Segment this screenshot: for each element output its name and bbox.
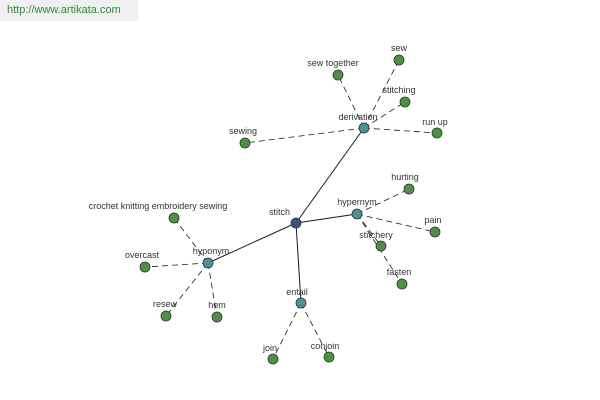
word-node-marker[interactable] (429, 226, 441, 238)
word-node-hem[interactable]: hem (208, 300, 226, 323)
word-node-label: hurting (391, 172, 419, 182)
graph-nodes: sew together sew stitching run up sewing hurt… (89, 43, 448, 365)
word-node-conjoin[interactable]: conjoin (311, 341, 340, 363)
word-node-sew[interactable]: sew (391, 43, 408, 66)
edge-derivation-run-up (363, 127, 438, 134)
word-node-fasten[interactable]: fasten (387, 267, 412, 290)
word-node-marker[interactable] (267, 353, 279, 365)
word-node-label: stitching (382, 85, 415, 95)
relation-node-hypernym[interactable]: hypernym (337, 197, 377, 220)
edge-stitch-hypernym (295, 213, 358, 224)
word-node-label: crochet knitting embroidery sewing (89, 201, 228, 211)
relation-node-marker[interactable] (358, 122, 370, 134)
word-node-join[interactable]: join (262, 343, 279, 365)
edge-hypernym-stitchery (356, 213, 382, 247)
site-url-link[interactable]: http://www.artikata.com (7, 4, 121, 16)
center-node-marker[interactable] (290, 217, 302, 229)
word-node-label: pain (424, 215, 441, 225)
word-node-marker[interactable] (332, 69, 344, 81)
word-node-stitchery[interactable]: stitchery (359, 230, 393, 252)
word-node-resew[interactable]: resew (153, 299, 178, 322)
word-node-marker[interactable] (396, 278, 408, 290)
word-node-label: sewing (229, 126, 257, 136)
relation-node-marker[interactable] (351, 208, 363, 220)
word-node-marker[interactable] (211, 311, 223, 323)
edge-hyponym-hem (207, 262, 218, 318)
word-node-stitching[interactable]: stitching (382, 85, 416, 108)
word-node-crochet-knitting-embroidery-sewing[interactable]: crochet knitting embroidery sewing (89, 201, 228, 224)
edge-derivation-stitching (363, 101, 406, 129)
edge-stitch-hyponym (207, 222, 297, 264)
graph-edges (144, 59, 438, 360)
relation-node-label: derivation (338, 112, 377, 122)
edge-derivation-sew (363, 59, 400, 129)
relation-node-label: hyponym (193, 246, 230, 256)
relation-node-derivation[interactable]: derivation (338, 112, 378, 134)
edge-derivation-sewing (244, 127, 365, 144)
word-node-hurting[interactable]: hurting (391, 172, 419, 195)
word-node-label: sew (391, 43, 408, 53)
edge-stitch-derivation (295, 127, 365, 224)
site-banner: http://www.artikata.com (0, 0, 138, 21)
relation-node-label: entail (286, 287, 308, 297)
word-node-sewing[interactable]: sewing (229, 126, 257, 149)
word-node-marker[interactable] (160, 310, 172, 322)
word-node-label: stitchery (359, 230, 393, 240)
edge-stitch-entail (295, 222, 302, 304)
edge-hyponym-overcast (144, 262, 209, 268)
word-node-marker[interactable] (375, 240, 387, 252)
edge-entail-join (272, 302, 302, 360)
word-node-pain[interactable]: pain (424, 215, 442, 238)
word-node-sew-together[interactable]: sew together (307, 58, 359, 81)
center-node-label: stitch (269, 207, 290, 217)
word-node-marker[interactable] (403, 183, 415, 195)
edge-hyponym-crochet-knitting-embroidery-sewing (173, 217, 209, 264)
word-node-label: sew together (307, 58, 359, 68)
word-node-label: join (262, 343, 277, 353)
edge-hyponym-resew (165, 262, 209, 317)
relation-node-entail[interactable]: entail (286, 287, 308, 309)
relation-node-marker[interactable] (202, 257, 214, 269)
relation-node-hyponym[interactable]: hyponym (193, 246, 230, 269)
word-node-marker[interactable] (399, 96, 411, 108)
word-node-marker[interactable] (393, 54, 405, 66)
word-node-label: conjoin (311, 341, 340, 351)
word-node-marker[interactable] (239, 137, 251, 149)
center-node-stitch[interactable]: stitch (269, 207, 302, 229)
word-node-run-up[interactable]: run up (422, 117, 448, 139)
relation-node-label: hypernym (337, 197, 377, 207)
relation-node-marker[interactable] (295, 297, 307, 309)
word-node-overcast[interactable]: overcast (125, 250, 160, 273)
edge-entail-conjoin (300, 302, 330, 358)
word-node-label: fasten (387, 267, 412, 277)
word-node-marker[interactable] (431, 127, 443, 139)
word-node-label: hem (208, 300, 226, 310)
word-node-marker[interactable] (323, 351, 335, 363)
word-node-label: overcast (125, 250, 160, 260)
word-node-label: run up (422, 117, 448, 127)
edge-hypernym-pain (356, 213, 436, 233)
word-node-marker[interactable] (139, 261, 151, 273)
word-node-marker[interactable] (168, 212, 180, 224)
word-node-label: resew (153, 299, 178, 309)
